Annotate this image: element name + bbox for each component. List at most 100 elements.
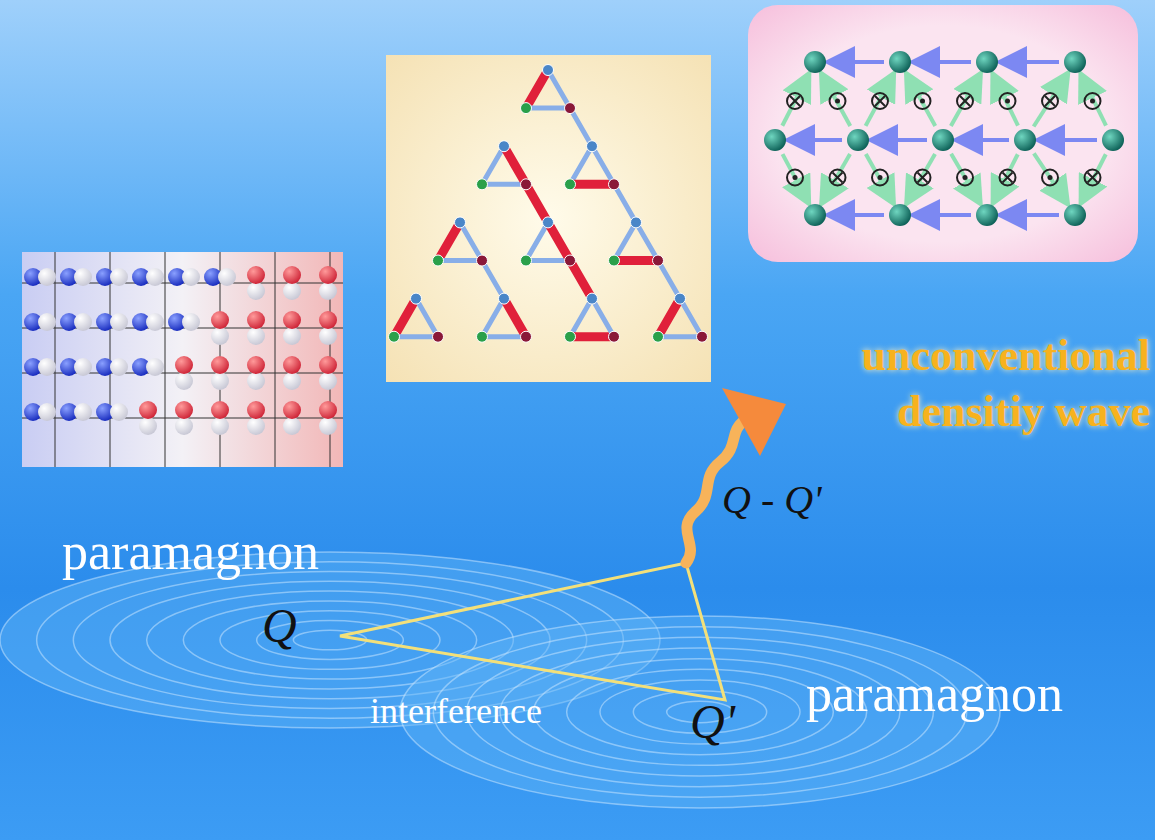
stroke [658, 334, 702, 339]
stroke [526, 184, 548, 222]
stroke [521, 103, 532, 114]
stroke [139, 401, 157, 419]
stroke [460, 222, 482, 260]
into-plane-cross [957, 93, 973, 109]
stroke [1045, 96, 1055, 106]
stroke [55, 252, 56, 467]
stroke [38, 403, 56, 421]
stroke [565, 255, 576, 266]
stroke [211, 311, 229, 329]
stroke [960, 96, 970, 106]
stroke [526, 222, 548, 260]
stroke [1088, 173, 1098, 183]
out-of-plane-dot [878, 175, 883, 180]
stroke [482, 334, 526, 339]
stripe-inset [22, 252, 343, 467]
stroke [283, 417, 301, 435]
stroke [636, 222, 658, 260]
stroke [1003, 173, 1013, 183]
stripe-lattice [22, 252, 343, 467]
kagome-lattice [389, 65, 708, 343]
lattice-site [1064, 51, 1086, 73]
mode-label: paramagnon [62, 522, 319, 581]
process-label: interference [370, 690, 542, 732]
stroke [283, 282, 301, 300]
stroke [592, 146, 614, 184]
stroke [543, 65, 554, 76]
stroke [570, 261, 592, 299]
stroke [526, 70, 548, 108]
stroke [247, 401, 265, 419]
stroke [482, 261, 504, 299]
into-plane-cross [830, 170, 846, 186]
stroke [790, 96, 800, 106]
stroke [182, 313, 200, 331]
stroke [866, 76, 893, 126]
stroke [916, 213, 971, 217]
out-of-plane-dot [963, 175, 968, 180]
stroke [247, 372, 265, 390]
stroke [477, 331, 488, 342]
stroke [218, 268, 236, 286]
out-of-plane-dot [872, 170, 888, 186]
out-of-plane-dot [1085, 93, 1101, 109]
stroke [918, 173, 928, 183]
stroke [908, 76, 936, 126]
stroke [455, 217, 466, 228]
into-plane-cross [915, 170, 931, 186]
stroke [433, 255, 444, 266]
out-of-plane-dot [1005, 99, 1010, 104]
stroke [587, 293, 598, 304]
stroke [74, 313, 92, 331]
stroke [614, 256, 658, 265]
stroke [38, 313, 56, 331]
stroke [831, 60, 884, 64]
stroke [110, 313, 128, 331]
stroke [951, 76, 979, 126]
stroke [653, 255, 664, 266]
stroke [570, 108, 592, 146]
stroke [146, 358, 164, 376]
stroke [394, 299, 416, 337]
stroke [165, 252, 166, 467]
stroke [211, 417, 229, 435]
stroke [951, 154, 979, 201]
stroke [570, 180, 614, 189]
stroke [504, 146, 526, 184]
stroke [482, 146, 504, 184]
stroke [38, 268, 56, 286]
out-of-plane-dot [920, 99, 925, 104]
stroke [1082, 76, 1106, 125]
stroke [211, 372, 229, 390]
stroke [482, 299, 504, 337]
current-inset [748, 5, 1138, 262]
out-of-plane-dot [835, 99, 840, 104]
stroke [543, 217, 554, 228]
stroke [247, 356, 265, 374]
stroke [653, 331, 664, 342]
stroke [110, 268, 128, 286]
loop-current-lattice [764, 51, 1124, 226]
stroke [833, 173, 843, 183]
stroke [697, 331, 708, 342]
wavevector-label: Q [262, 598, 297, 653]
stroke [411, 293, 422, 304]
stroke [521, 255, 532, 266]
stroke [959, 138, 1009, 142]
stroke [499, 141, 510, 152]
stroke [211, 401, 229, 419]
stroke [499, 293, 510, 304]
lattice-site [764, 129, 786, 151]
stroke [614, 222, 636, 260]
mode-label: paramagnon [806, 664, 1063, 723]
stroke [823, 76, 851, 126]
stroke [319, 311, 337, 329]
stroke [146, 313, 164, 331]
stroke [548, 70, 570, 108]
stroke [283, 401, 301, 419]
stroke [477, 179, 488, 190]
ripple-ring [567, 669, 834, 754]
lattice-site [932, 129, 954, 151]
stroke [918, 173, 928, 183]
stroke [833, 173, 843, 183]
